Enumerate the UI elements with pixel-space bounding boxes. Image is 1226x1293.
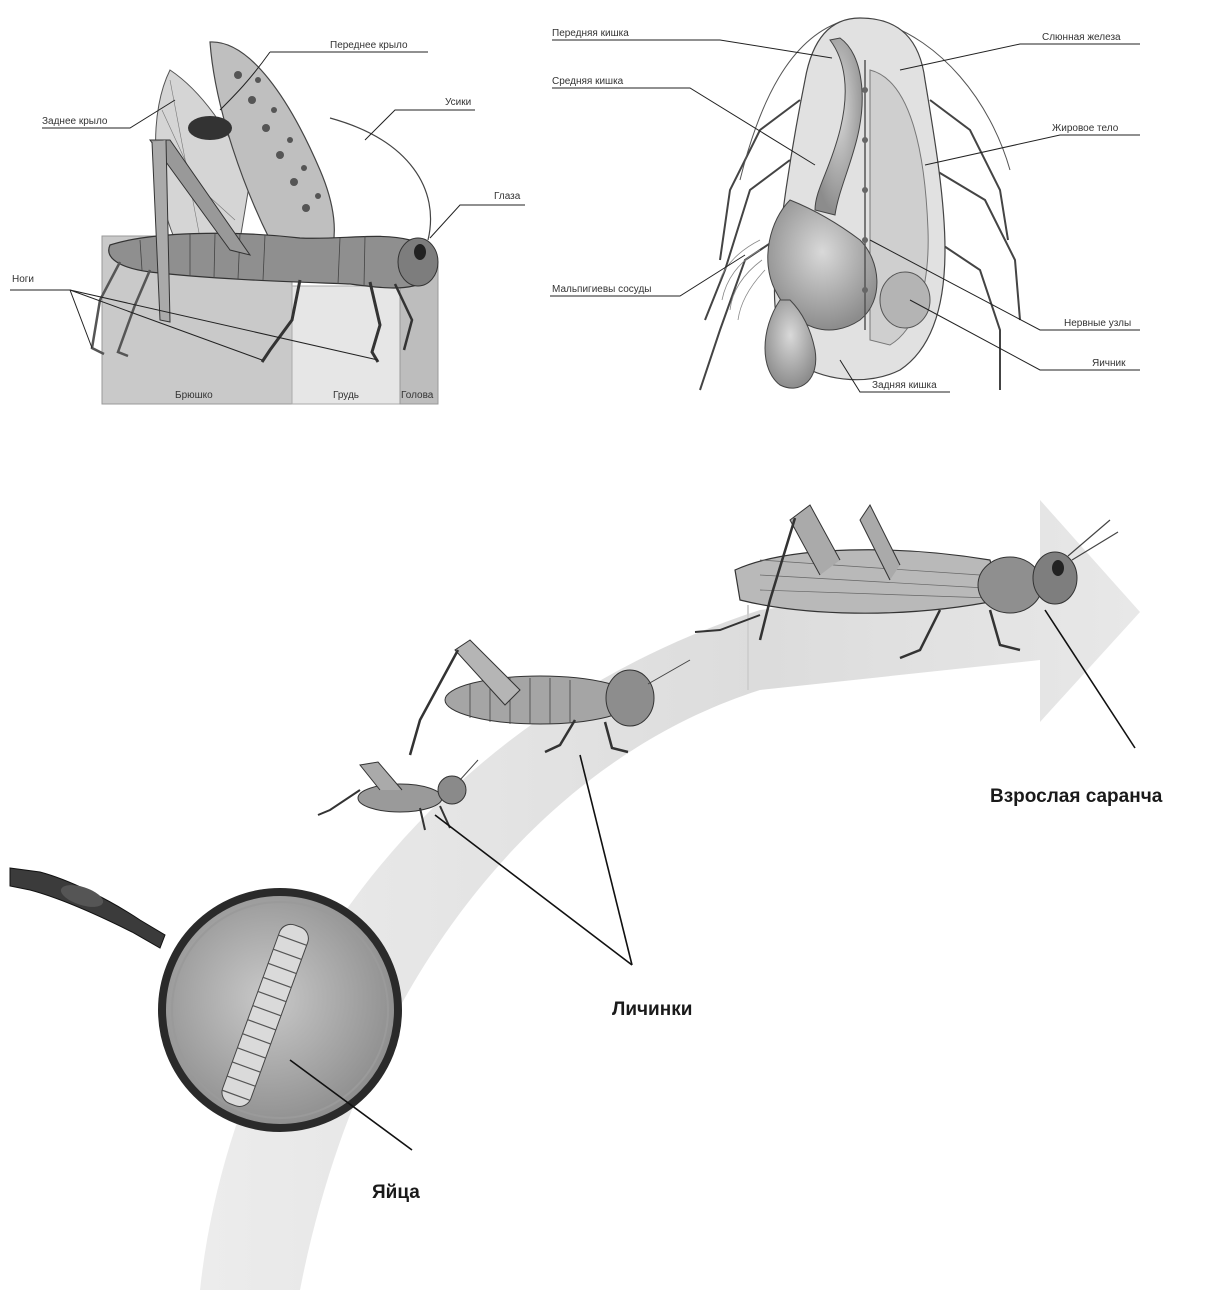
life-cycle-figure: Яйца Личинки Взрослая саранча	[10, 500, 1163, 1290]
label-legs: Ноги	[12, 274, 34, 285]
label-ovary: Яичник	[1092, 358, 1126, 369]
label-thorax: Грудь	[333, 390, 359, 401]
label-foregut: Передняя кишка	[552, 28, 629, 39]
label-head: Голова	[401, 390, 434, 401]
label-larvae: Личинки	[612, 999, 692, 1020]
external-anatomy-figure: Переднее крыло Заднее крыло Усики Глаза …	[10, 40, 525, 404]
life-cycle-arrow	[200, 500, 1140, 1290]
label-salivary-gland: Слюнная железа	[1042, 32, 1121, 43]
compound-eye	[414, 244, 426, 260]
magnifier-handle	[10, 868, 165, 948]
label-antennae: Усики	[445, 97, 471, 108]
label-hind-wing: Заднее крыло	[42, 116, 108, 127]
label-midgut: Средняя кишка	[552, 76, 624, 87]
thorax-region	[292, 286, 400, 404]
label-front-wing: Переднее крыло	[330, 40, 408, 51]
ovary	[880, 272, 930, 328]
label-adult: Взрослая саранча	[990, 786, 1163, 807]
internal-anatomy-figure: Передняя кишка Средняя кишка Мальпигиевы…	[550, 18, 1140, 392]
label-malpighian-tubules: Мальпигиевы сосуды	[552, 284, 652, 295]
label-fat-body: Жировое тело	[1052, 123, 1119, 134]
label-nerve-ganglia: Нервные узлы	[1064, 318, 1131, 329]
antenna	[330, 118, 431, 240]
label-eyes: Глаза	[494, 191, 521, 202]
label-abdomen: Брюшко	[175, 390, 213, 401]
label-eggs: Яйца	[372, 1182, 420, 1203]
label-hindgut: Задняя кишка	[872, 380, 937, 391]
